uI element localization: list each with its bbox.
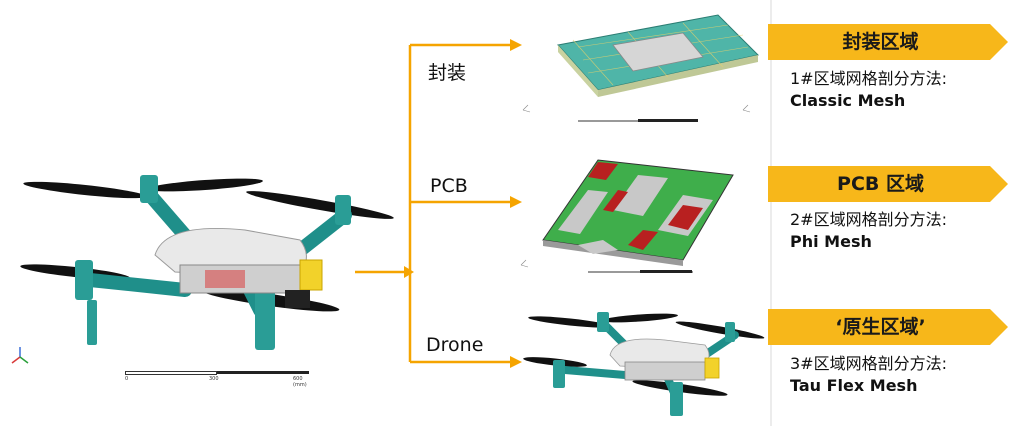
region-title-package: 封装区域 bbox=[842, 31, 919, 53]
branch-arrows bbox=[355, 39, 522, 368]
scale-tick-0: 0 bbox=[125, 376, 129, 382]
method-label: 3#区域网格剖分方法: bbox=[790, 354, 947, 373]
scale-tick-2: 600 (mm) bbox=[293, 376, 307, 388]
tag-arrow-shape bbox=[768, 166, 1008, 202]
method-name: Classic Mesh bbox=[790, 91, 906, 110]
panel-divider bbox=[770, 0, 772, 426]
method-label: 2#区域网格剖分方法: bbox=[790, 210, 947, 229]
method-name: Phi Mesh bbox=[790, 232, 872, 251]
drone-model-small bbox=[523, 312, 765, 416]
branch-label-package: 封装 bbox=[428, 62, 467, 84]
region-method-pcb: 2#区域网格剖分方法: Phi Mesh bbox=[790, 209, 947, 253]
drone-model-main bbox=[20, 175, 394, 350]
method-label: 1#区域网格剖分方法: bbox=[790, 69, 947, 88]
scale-bar: 0 300 600 (mm) bbox=[125, 371, 310, 388]
region-method-native: 3#区域网格剖分方法: Tau Flex Mesh bbox=[790, 353, 947, 397]
branch-label-pcb: PCB bbox=[430, 175, 468, 197]
region-tag-package: 封装区域 bbox=[768, 24, 1008, 60]
axis-triad-icon bbox=[11, 347, 29, 364]
region-tag-native: ‘原生区域’ bbox=[768, 309, 1008, 345]
pcb-mesh-image bbox=[520, 159, 734, 273]
scale-tick-1: 300 bbox=[209, 376, 219, 382]
region-title-pcb: PCB 区域 bbox=[837, 173, 924, 195]
tag-arrow-shape bbox=[768, 309, 1008, 345]
branch-label-drone: Drone bbox=[426, 334, 484, 356]
package-mesh-image bbox=[522, 14, 760, 122]
region-tag-pcb: PCB 区域 bbox=[768, 166, 1008, 202]
region-title-native: ‘原生区域’ bbox=[835, 316, 926, 338]
method-name: Tau Flex Mesh bbox=[790, 376, 918, 395]
tag-arrow-shape bbox=[768, 24, 1008, 60]
region-method-package: 1#区域网格剖分方法: Classic Mesh bbox=[790, 68, 947, 112]
